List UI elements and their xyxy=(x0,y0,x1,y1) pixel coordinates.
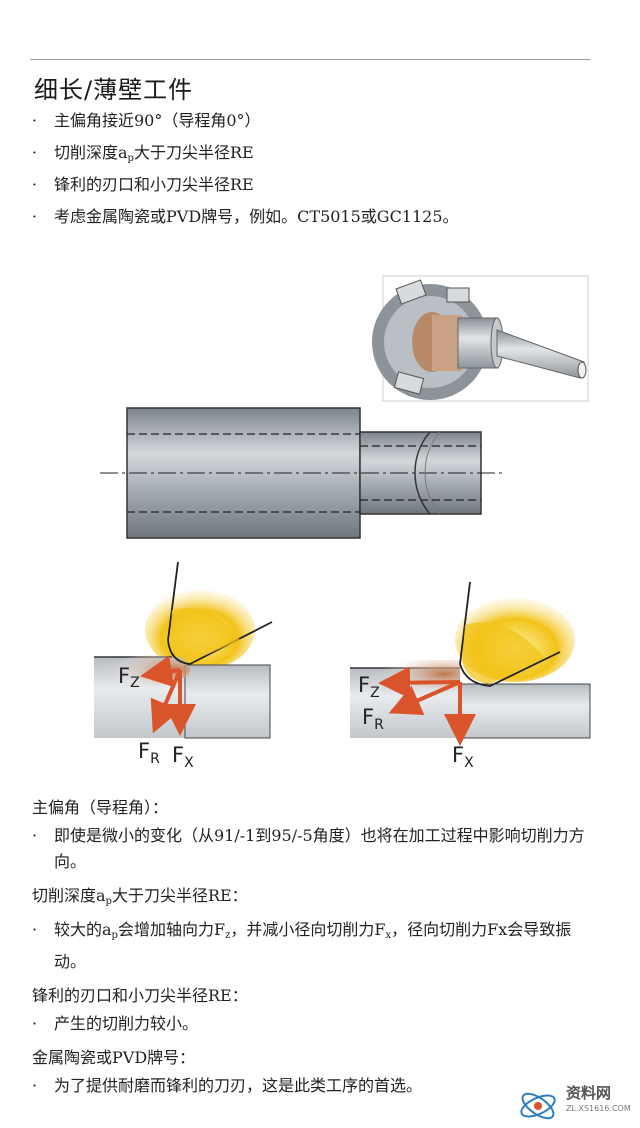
list-item: ·锋利的刃口和小刀尖半径RE xyxy=(32,172,459,204)
bullet-dot-icon: · xyxy=(32,1076,38,1095)
section-heading: 主偏角（导程角）： xyxy=(32,798,169,817)
cutting-diagram-right: FZ FR FX xyxy=(350,581,591,771)
page-title: 细长/薄壁工件 xyxy=(34,76,194,104)
bullet-dot-icon: · xyxy=(32,111,38,130)
bullet-dot-icon: · xyxy=(32,1014,38,1033)
list-item: ·即使是微小的变化（从91/-1到95/-5角度）也将在加工过程中影响切削力方向… xyxy=(32,823,602,875)
list-item: ·为了提供耐磨而锋利的刀刃，这是此类工序的首选。 xyxy=(32,1073,602,1099)
bullet-dot-icon: · xyxy=(32,207,38,226)
list-item: ·切削深度ap大于刀尖半径RE xyxy=(32,140,459,172)
section-heading: 锋利的刃口和小刀尖半径RE： xyxy=(32,986,248,1005)
bullet-dot-icon: · xyxy=(32,920,38,939)
top-rule xyxy=(30,59,590,60)
bullet-dot-icon: · xyxy=(32,826,38,845)
cutting-diagram-left: FZ FR FX xyxy=(94,561,273,771)
explanation-section: 主偏角（导程角）： ·即使是微小的变化（从91/-1到95/-5角度）也将在加工… xyxy=(32,793,602,1105)
fr-label: FR xyxy=(362,705,384,733)
fz-label: FZ xyxy=(358,673,380,701)
watermark-name: 资料网 xyxy=(566,1084,612,1102)
list-item: ·主偏角接近90°（导程角0°） xyxy=(32,108,459,140)
bullet-dot-icon: · xyxy=(32,143,38,162)
fr-label: FR xyxy=(138,739,160,767)
fz-label: FZ xyxy=(118,664,140,691)
list-item: ·较大的ap会增加轴向力Fz，并减小径向切削力Fx，径向切削力Fx会导致振动。 xyxy=(32,917,602,975)
fx-label: FX xyxy=(172,743,194,771)
list-item: ·考虑金属陶瓷或PVD牌号，例如。CT5015或GC1125。 xyxy=(32,204,459,236)
workpiece-diagram xyxy=(100,407,505,539)
list-item: ·产生的切削力较小。 xyxy=(32,1011,602,1037)
fx-label: FX xyxy=(452,743,474,771)
section-heading: 金属陶瓷或PVD牌号： xyxy=(32,1048,196,1067)
watermark-logo-icon xyxy=(520,1092,556,1120)
watermark-url: ZL.XS1616.COM xyxy=(566,1104,631,1113)
bullet-dot-icon: · xyxy=(32,175,38,194)
chuck-photo xyxy=(372,275,589,402)
section-heading: 切削深度ap大于刀尖半径RE： xyxy=(32,886,248,907)
illustration: FZ FR FX FZ FR FX xyxy=(94,275,591,771)
feature-list: ·主偏角接近90°（导程角0°） ·切削深度ap大于刀尖半径RE ·锋利的刃口和… xyxy=(32,108,459,236)
